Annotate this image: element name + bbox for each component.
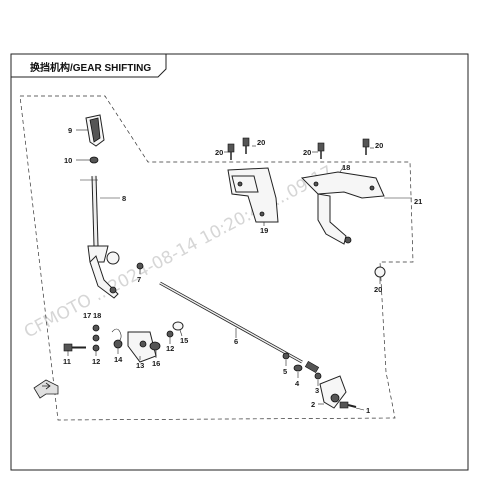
page-frame: [10, 53, 469, 471]
return-spring: [111, 328, 122, 343]
callout-20d: 20: [375, 141, 383, 150]
nut-12b: [166, 330, 174, 338]
callout-7: 7: [137, 275, 141, 284]
arm-bolt: [339, 401, 357, 409]
washer-17: [92, 324, 100, 332]
callout-5: 5: [283, 367, 287, 376]
pivot-bolt: [63, 343, 86, 352]
callout-11: 11: [63, 357, 71, 366]
knob-collar: [89, 156, 99, 164]
assembly-outline: [19, 95, 414, 421]
callout-6: 6: [234, 337, 238, 346]
mounting-bracket-18: [300, 171, 385, 245]
lever-bracket: [127, 331, 157, 363]
callout-12b: 12: [166, 344, 174, 353]
washer-18: [92, 334, 100, 342]
bolt-20-a: [227, 143, 235, 160]
callout-20b: 20: [257, 138, 265, 147]
callout-13: 13: [136, 361, 144, 370]
callout-8: 8: [122, 194, 126, 203]
bolt-20-b: [242, 137, 250, 154]
mounting-bracket-19: [227, 167, 279, 223]
front-direction-arrow-icon: [33, 379, 59, 399]
callout-15: 15: [180, 336, 188, 345]
callout-20e: 20: [374, 285, 382, 294]
callout-21: 21: [414, 197, 422, 206]
callout-18a: 18: [93, 311, 101, 320]
callout-2: 2: [311, 400, 315, 409]
callout-14: 14: [114, 355, 123, 364]
bolt-20-d: [362, 138, 370, 155]
callout-3: 3: [315, 386, 319, 395]
leader-lines: [67, 129, 412, 411]
bracket-nut: [149, 341, 161, 351]
shift-cable: [136, 262, 303, 364]
callout-17: 17: [83, 311, 91, 320]
callout-18b: 18: [342, 163, 350, 172]
title-tab: [10, 53, 167, 78]
callout-12a: 12: [92, 357, 100, 366]
page-title: 换挡机构/GEAR SHIFTING: [30, 61, 151, 74]
callout-1: 1: [366, 406, 370, 415]
callout-20c: 20: [303, 148, 311, 157]
cable-end-parts: [282, 352, 322, 380]
shift-knob: [85, 114, 105, 147]
shift-arm: [319, 375, 347, 409]
bushing-15: [172, 321, 184, 331]
callout-9: 9: [68, 126, 72, 135]
bolt-20-c: [317, 142, 325, 159]
nut-20-e: [374, 266, 386, 278]
watermark-text: CFMOTO ...2024-08-14 10:20:46 ...09-17: [21, 162, 336, 342]
spring-washer: [113, 339, 123, 349]
shift-lever-rod: [87, 175, 120, 299]
callout-16: 16: [152, 359, 160, 368]
callout-10: 10: [64, 156, 72, 165]
callout-20a: 20: [215, 148, 223, 157]
callout-19: 19: [260, 226, 268, 235]
callout-4: 4: [295, 379, 300, 388]
